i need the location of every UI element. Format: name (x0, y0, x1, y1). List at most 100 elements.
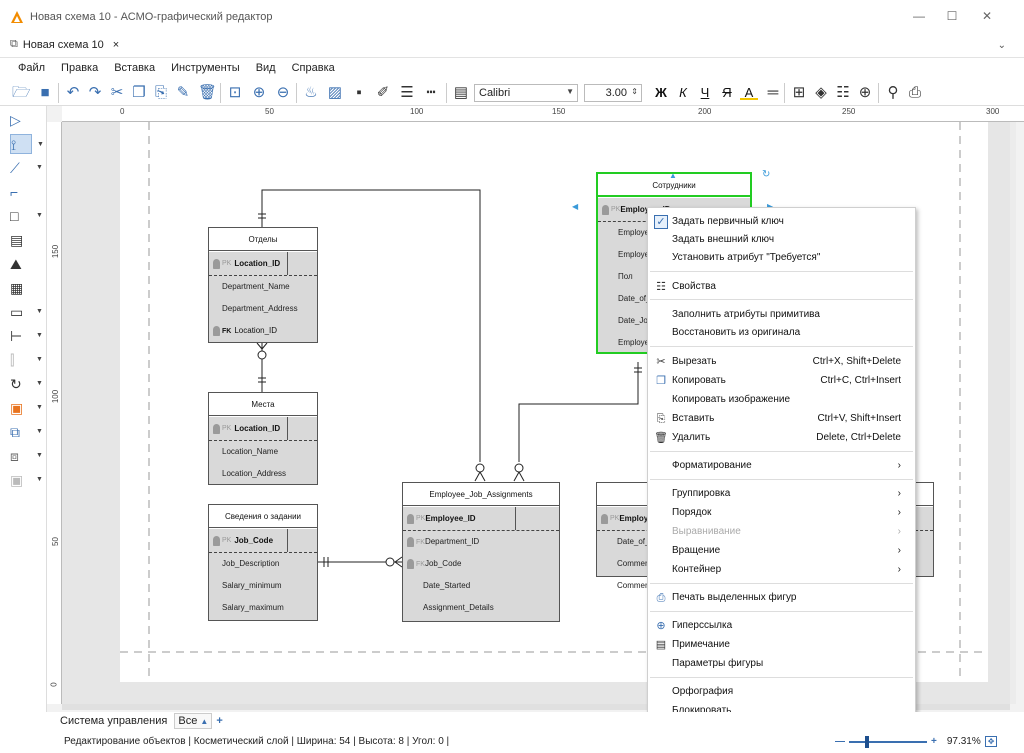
zoom-in-icon[interactable]: ⊕ (252, 84, 266, 101)
copy-icon[interactable]: ❐ (132, 84, 146, 101)
search-icon[interactable]: ⚲ (887, 84, 899, 101)
rotate-tool-icon[interactable]: ↻▼ (10, 376, 43, 392)
undo-icon[interactable]: ↶ (66, 84, 80, 101)
menu-item-properties[interactable]: ☷Свойства (656, 278, 901, 296)
text-tool-icon[interactable]: ▤ (10, 232, 24, 248)
zoom-out-icon[interactable]: ⊖ (276, 84, 290, 101)
zoom-slider[interactable] (849, 735, 927, 748)
open-folder-icon[interactable]: 🗁 (12, 84, 31, 101)
paste-icon[interactable]: ⎘ (154, 84, 167, 101)
grid-icon[interactable]: ⊞ (792, 84, 806, 101)
menu-item-lock[interactable]: Блокировать (672, 702, 901, 720)
format-painter-icon[interactable]: ✎ (176, 84, 190, 101)
menu-item-print-selected[interactable]: ⎙Печать выделенных фигур (657, 589, 901, 607)
fit-page-icon[interactable]: ⊡ (228, 84, 242, 101)
menu-tools[interactable]: Инструменты (171, 62, 240, 74)
table-tool-icon[interactable]: ▦ (10, 280, 24, 296)
zoom-in-button[interactable]: + (931, 736, 937, 747)
pen-icon[interactable]: ✐ (376, 84, 390, 101)
rectangle-tool-icon[interactable]: □▼ (10, 208, 43, 224)
connect-icon[interactable]: ⊕ (858, 84, 872, 101)
selection-handle-left-icon[interactable]: ◀ (572, 202, 579, 211)
document-tab[interactable]: ⧉ Новая схема 10 × (10, 38, 119, 51)
rotate-handle-icon[interactable]: ↻ (762, 169, 771, 180)
menu-item-set-required[interactable]: Установить атрибут "Требуется" (672, 249, 901, 267)
fill-tool-icon[interactable]: ▣▼ (10, 400, 43, 416)
menu-item-spelling[interactable]: Орфография (672, 683, 901, 701)
group-tool-icon[interactable]: ⧉▼ (10, 424, 43, 440)
menu-item-container[interactable]: Контейнер› (672, 561, 901, 579)
close-window-button[interactable]: ✕ (981, 9, 993, 23)
menu-item-note[interactable]: ▤Примечание (656, 636, 901, 654)
menu-item-rotation[interactable]: Вращение› (672, 542, 901, 560)
menu-help[interactable]: Справка (291, 62, 335, 74)
connector-tool-icon[interactable]: ⌐ (10, 184, 19, 200)
menu-item-shape-params[interactable]: Параметры фигуры (672, 655, 901, 673)
menu-item-fill-attributes[interactable]: Заполнить атрибуты примитива (672, 306, 901, 324)
selection-handle-up-icon[interactable]: ▲ (669, 171, 677, 180)
font-combo[interactable]: Calibri▼ (474, 84, 578, 102)
shape-fill-icon[interactable]: ▪ (356, 84, 362, 101)
print-icon[interactable]: ⎙ (908, 84, 921, 101)
italic-button[interactable]: К (679, 85, 687, 100)
pointer-tool-icon[interactable]: ▷ (10, 112, 21, 128)
menu-edit[interactable]: Правка (61, 62, 99, 74)
zoom-slider-thumb[interactable] (865, 735, 869, 748)
cut-icon[interactable]: ✂ (110, 84, 124, 101)
menu-item-set-primary-key[interactable]: ✓Задать первичный ключ (654, 213, 901, 231)
horizontal-scrollbar[interactable] (62, 704, 1010, 710)
menu-insert[interactable]: Вставка (114, 62, 156, 74)
text-box-icon[interactable]: ▤ (453, 84, 469, 101)
image-tool-icon[interactable]: ⛰ (10, 256, 22, 272)
select-tool-icon[interactable]: ⟟▼ (10, 134, 44, 154)
font-color-button[interactable]: A (740, 84, 758, 100)
pk-name: Location_ID (234, 259, 281, 268)
line-color-icon[interactable]: ▨ (327, 84, 343, 101)
close-tab-icon[interactable]: × (112, 38, 120, 51)
properties-icon[interactable]: ☷ (836, 84, 850, 101)
menu-item-restore[interactable]: Восстановить из оригинала (672, 324, 901, 342)
strikethrough-button[interactable]: Я (722, 85, 732, 100)
container-tool-icon[interactable]: ▭▼ (10, 304, 43, 320)
menu-item-order[interactable]: Порядок› (672, 504, 901, 522)
line-tool-icon[interactable]: ⟋▼ (10, 160, 43, 176)
delete-icon[interactable]: 🗑 (198, 84, 218, 101)
menu-item-grouping[interactable]: Группировка› (672, 485, 901, 503)
chevron-down-icon[interactable]: ⌄ (997, 40, 1006, 51)
menu-item-set-foreign-key[interactable]: Задать внешний ключ (672, 231, 901, 249)
save-icon[interactable]: ■ (40, 84, 50, 101)
line-style-icon[interactable]: ┅ (426, 84, 436, 101)
menu-item-formatting[interactable]: Форматирование› (672, 457, 901, 475)
layers-icon[interactable]: ◈ (815, 84, 827, 101)
underline-button[interactable]: Ч (700, 85, 710, 100)
selection-handle-right-icon[interactable]: ▶ (767, 202, 773, 211)
menu-file[interactable]: Файл (18, 62, 46, 74)
layer-tab[interactable]: Система управления (60, 715, 168, 727)
menu-item-hyperlink[interactable]: ⊕Гиперссылка (656, 617, 901, 635)
order-tool-icon[interactable]: ⧈▼ (10, 448, 43, 464)
maximize-button[interactable]: ☐ (946, 9, 958, 23)
line-width-spinner[interactable]: 3.00⇕ (584, 84, 642, 102)
zoom-out-button[interactable]: — (835, 736, 845, 747)
dimension-tool-icon[interactable]: ⊢▼ (10, 328, 43, 344)
bold-button[interactable]: Ж (655, 85, 667, 100)
fit-window-icon[interactable]: ✥ (984, 736, 998, 747)
align-icon[interactable]: ═ (767, 84, 779, 101)
menu-view[interactable]: Вид (255, 62, 276, 74)
line-weight-icon[interactable]: ☰ (400, 84, 414, 101)
fill-color-icon[interactable]: ♨ (304, 84, 318, 101)
minimize-button[interactable]: — (913, 9, 925, 23)
add-layer-button[interactable]: + (216, 715, 223, 727)
redo-icon[interactable]: ↷ (88, 84, 102, 101)
vertical-scrollbar[interactable] (1010, 122, 1016, 704)
all-layers-tab[interactable]: Все ▲ (174, 713, 213, 729)
menu-item-copy-image[interactable]: Копировать изображение (672, 391, 901, 409)
